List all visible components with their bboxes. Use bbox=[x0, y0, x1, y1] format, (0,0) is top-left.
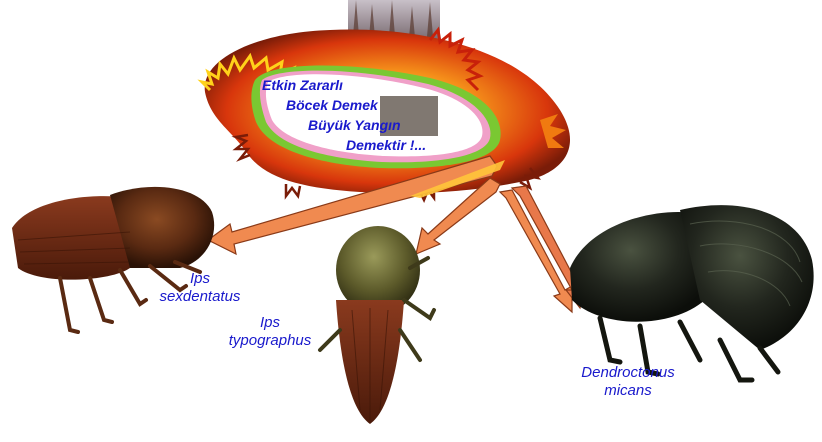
beetle-dendroctonus-micans-image bbox=[570, 205, 814, 383]
fire-ring bbox=[197, 26, 571, 204]
message-line-3: Büyük Yangın bbox=[308, 117, 401, 133]
label-dendroctonus-micans-species: micans bbox=[604, 382, 652, 399]
label-ips-typographus-genus: Ips bbox=[259, 314, 280, 331]
message-line-4: Demektir !... bbox=[346, 137, 427, 153]
arrows bbox=[206, 155, 586, 314]
arrow-to-dendroctonus-micans-right bbox=[510, 185, 586, 310]
label-ips-sexdentatus-genus: Ips bbox=[189, 270, 210, 287]
message-line-2: Böcek Demek bbox=[286, 97, 378, 113]
label-ips-sexdentatus: Ips sexdentatus bbox=[150, 270, 250, 306]
label-dendroctonus-micans: Dendroctonus micans bbox=[566, 364, 690, 400]
label-dendroctonus-micans-genus: Dendroctonus bbox=[581, 364, 675, 381]
label-ips-typographus: Ips typographus bbox=[220, 314, 320, 350]
beetle-ips-typographus-image bbox=[318, 226, 436, 424]
message-line-1: Etkin Zararlı bbox=[262, 77, 343, 93]
label-ips-typographus-species: typographus bbox=[228, 332, 312, 349]
label-ips-sexdentatus-species: sexdentatus bbox=[159, 288, 241, 305]
beetle-ips-sexdentatus-image bbox=[12, 186, 215, 334]
arrow-to-dendroctonus-micans-left bbox=[498, 189, 573, 314]
